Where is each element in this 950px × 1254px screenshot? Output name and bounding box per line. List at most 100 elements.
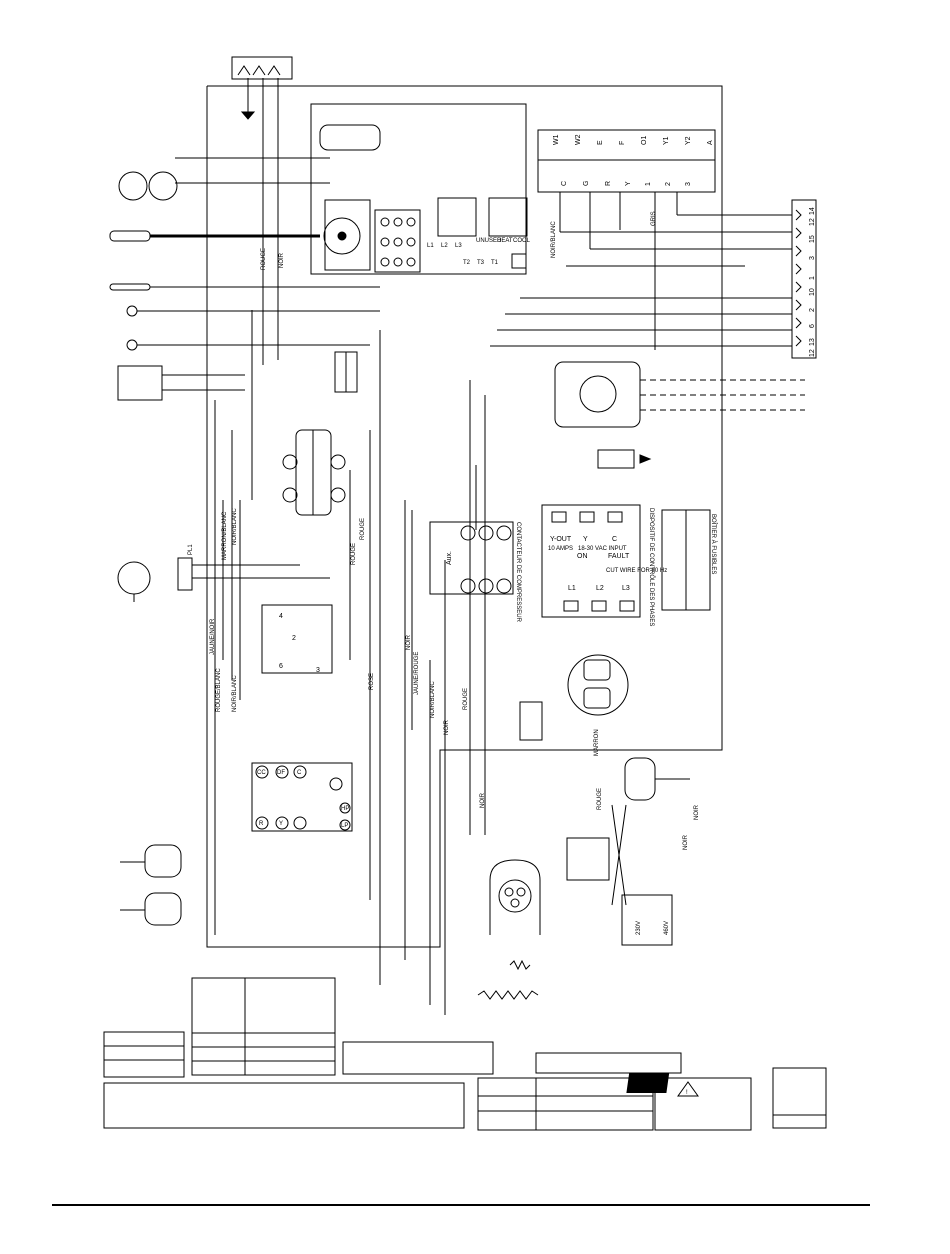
- svg-text:15: 15: [809, 235, 816, 243]
- svg-text:MARRON: MARRON: [594, 729, 600, 756]
- svg-text:A: A: [707, 140, 714, 145]
- svg-text:ROUGE: ROUGE: [351, 543, 357, 565]
- svg-text:13: 13: [809, 338, 816, 346]
- svg-text:DF: DF: [277, 770, 285, 776]
- svg-text:L3: L3: [455, 243, 462, 249]
- svg-text:T3: T3: [477, 260, 485, 266]
- svg-text:NOIR: NOIR: [444, 719, 450, 735]
- capacitor: [567, 654, 629, 716]
- svg-text:G: G: [583, 181, 590, 186]
- svg-text:NOIR: NOIR: [406, 634, 412, 650]
- svg-text:ROSE: ROSE: [369, 673, 375, 690]
- condenser-fan-motor: [624, 757, 656, 801]
- svg-text:O1: O1: [641, 136, 648, 145]
- defrost-timer-pins: CC DF C R Y HP LP: [257, 770, 349, 829]
- svg-text:JAUNE/NOIR: JAUNE/NOIR: [210, 618, 216, 655]
- svg-text:R: R: [605, 181, 612, 186]
- svg-text:T2: T2: [463, 260, 471, 266]
- svg-text:NOIR/BLANC: NOIR/BLANC: [232, 508, 238, 545]
- svg-text:HEAT: HEAT: [497, 238, 513, 244]
- svg-text:ON: ON: [577, 553, 588, 560]
- disconnect-switch: [554, 361, 641, 428]
- svg-text:4: 4: [279, 613, 283, 620]
- connector-pin-labels: 14 12 15 3 1 10 2 6 13 12: [809, 207, 816, 357]
- gas-valve-box: [310, 103, 527, 275]
- terminal-bottom-labels: C G R Y 1 2 3: [561, 181, 692, 186]
- control-panel-outline: [206, 85, 723, 948]
- contactor-label: CONTACTEUR DE COMPRESSEUR: [515, 522, 521, 623]
- svg-text:3: 3: [685, 182, 692, 186]
- wire-labels: ROUGE NOIR NOIR/BLANC GRIS MARRON/BLANC …: [188, 211, 700, 850]
- transformer-taps: 230V 460V: [636, 921, 670, 935]
- svg-text:W1: W1: [553, 134, 560, 145]
- svg-text:2: 2: [665, 182, 672, 186]
- svg-text:JAUNE/ROUGE: JAUNE/ROUGE: [414, 652, 420, 695]
- svg-text:Y-OUT: Y-OUT: [550, 536, 572, 543]
- terminal-top-labels: W1 W2 E F O1 Y1 Y2 A: [553, 134, 714, 145]
- svg-text:18-30 VAC INPUT: 18-30 VAC INPUT: [578, 546, 627, 552]
- svg-text:MARRON/BLANC: MARRON/BLANC: [222, 511, 228, 560]
- phase-monitor: [541, 504, 641, 618]
- svg-text:2: 2: [292, 635, 296, 642]
- power-inlet: [231, 56, 293, 80]
- terminal-block: [537, 129, 716, 193]
- svg-text:6: 6: [279, 663, 283, 670]
- svg-text:NOIR/BLANC: NOIR/BLANC: [430, 681, 436, 718]
- svg-text:Y: Y: [279, 821, 283, 827]
- compressor: [489, 859, 541, 935]
- svg-text:Aux.: Aux.: [446, 551, 453, 565]
- svg-text:NOIR: NOIR: [683, 834, 689, 850]
- ground-icon: [240, 111, 256, 120]
- svg-text:CUT WIRE FOR 60 Hz: CUT WIRE FOR 60 Hz: [606, 568, 667, 574]
- warning-icon: !: [677, 1081, 699, 1097]
- svg-text:L1: L1: [568, 585, 576, 592]
- limit-switch-2: [148, 171, 178, 201]
- svg-text:Y: Y: [625, 181, 632, 186]
- svg-text:460V: 460V: [664, 921, 670, 935]
- svg-text:NOIR/BLANC: NOIR/BLANC: [232, 675, 238, 712]
- svg-text:Bard: Bard: [786, 1080, 807, 1090]
- svg-text:GRIS: GRIS: [651, 211, 657, 226]
- svg-text:R: R: [259, 821, 264, 827]
- svg-text:2: 2: [809, 308, 816, 312]
- svg-text:ROUGE: ROUGE: [360, 518, 366, 540]
- svg-text:ROUGE: ROUGE: [463, 688, 469, 710]
- svg-text:W2: W2: [575, 134, 582, 145]
- svg-text:L3: L3: [622, 585, 630, 592]
- svg-text:ROUGE: ROUGE: [597, 788, 603, 810]
- svg-text:ROUGE: ROUGE: [261, 248, 267, 270]
- svg-text:L1: L1: [427, 243, 434, 249]
- svg-text:12: 12: [809, 349, 816, 357]
- limit-switch-1: [118, 171, 148, 201]
- svg-text:230V: 230V: [636, 921, 642, 935]
- svg-text:T1: T1: [491, 260, 499, 266]
- svg-text:CC: CC: [257, 770, 266, 776]
- svg-text:1: 1: [809, 276, 816, 280]
- svg-text:HP: HP: [341, 806, 349, 812]
- compressor-contactor: [429, 521, 514, 595]
- svg-text:3: 3: [809, 256, 816, 260]
- svg-text:L2: L2: [441, 243, 448, 249]
- svg-text:C: C: [297, 770, 302, 776]
- board-pin-labels: L1 L2 L3 T2 T3 T1 UNUSED HEAT COOL: [427, 238, 531, 266]
- svg-text:6: 6: [809, 324, 816, 328]
- svg-text:1: 1: [645, 182, 652, 186]
- svg-text:Y1: Y1: [663, 136, 670, 145]
- transformer-lower: [621, 894, 673, 946]
- svg-text:14: 14: [809, 207, 816, 215]
- svg-text:LP: LP: [341, 823, 348, 829]
- svg-text:3: 3: [316, 667, 320, 674]
- svg-text:Y2: Y2: [685, 136, 692, 145]
- svg-text:NOIR: NOIR: [480, 792, 486, 808]
- svg-text:UNUSED: UNUSED: [476, 238, 502, 244]
- svg-text:FAULT: FAULT: [608, 553, 630, 560]
- svg-text:ROUGE/BLANC: ROUGE/BLANC: [216, 668, 222, 712]
- svg-text:BOÎTIER À FUSIBLES: BOÎTIER À FUSIBLES: [710, 514, 717, 574]
- bard-logo: Bard: [626, 1073, 807, 1093]
- svg-text:!: !: [686, 1090, 688, 1096]
- svg-text:C: C: [561, 181, 568, 186]
- svg-text:DISPOSITIF DE CONTRÔLE DES PHA: DISPOSITIF DE CONTRÔLE DES PHASES: [648, 508, 655, 626]
- svg-text:L2: L2: [596, 585, 604, 592]
- svg-text:NOIR: NOIR: [279, 252, 285, 268]
